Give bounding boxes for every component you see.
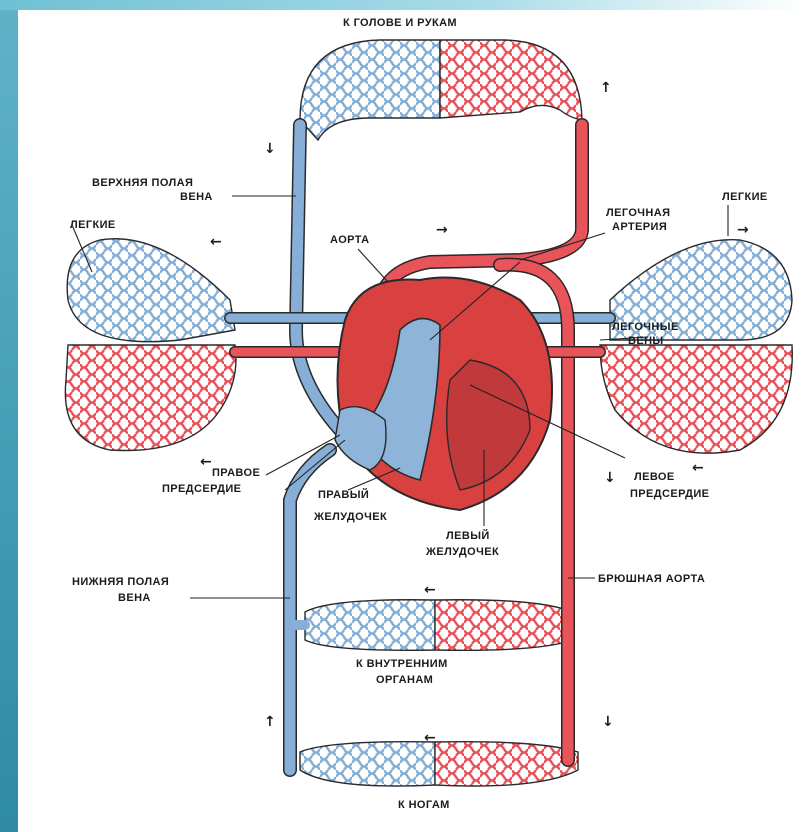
arrow-left-icon: ← [692,460,704,476]
label-superior-vena-cava: ВЕРХНЯЯ ПОЛАЯ [92,177,193,189]
label-right-ventricle: ПРАВЫЙ [318,488,369,501]
label-pulmonary-artery-2: АРТЕРИЯ [612,221,667,233]
label-left-ventricle-2: ЖЕЛУДОЧЕК [425,546,499,558]
label-head-arms: К ГОЛОВЕ И РУКАМ [343,17,457,29]
label-right-ventricle-2: ЖЕЛУДОЧЕК [313,511,387,523]
label-inferior-vena-cava: НИЖНЯЯ ПОЛАЯ [72,576,169,588]
label-pulmonary-artery: ЛЕГОЧНАЯ [606,207,670,219]
label-right-atrium-2: ПРЕДСЕРДИЕ [162,483,241,495]
arrow-down-icon: ↓ [604,470,616,486]
arrow-left-icon: ← [200,454,212,470]
label-left-atrium: ЛЕВОЕ [634,471,675,483]
label-pulmonary-veins: ЛЕГОЧНЫЕ [612,321,679,333]
arrow-up-icon: ↑ [264,714,276,730]
label-lungs-left: ЛЕГКИЕ [70,219,116,231]
label-aorta: АОРТА [330,234,370,246]
label-lungs-right: ЛЕГКИЕ [722,191,768,203]
arrow-down-icon: ↓ [264,141,276,157]
label-internal-organs: К ВНУТРЕННИМ [356,658,448,670]
label-pulmonary-veins-2: ВЕНЫ [628,335,664,347]
arrow-left-icon: ← [424,582,436,598]
label-abdominal-aorta: БРЮШНАЯ АОРТА [598,573,705,585]
label-superior-vena-cava-2: ВЕНА [180,191,213,203]
arrow-down-icon: ↓ [602,714,614,730]
capillary-bed-head [300,40,582,140]
arrow-left-icon: ← [210,234,222,250]
heart [335,278,552,511]
label-left-ventricle: ЛЕВЫЙ [446,529,490,542]
label-inferior-vena-cava-2: ВЕНА [118,592,151,604]
capillary-bed-legs [300,742,578,786]
label-internal-organs-2: ОРГАНАМ [376,674,433,686]
arrow-left-icon: ← [424,730,436,746]
arrow-right-icon: → [737,222,749,238]
label-legs: К НОГАМ [398,799,450,811]
label-left-atrium-2: ПРЕДСЕРДИЕ [630,488,709,500]
capillary-bed-organs [305,600,572,651]
arrow-up-icon: ↑ [600,80,612,96]
label-right-atrium: ПРАВОЕ [212,467,260,479]
arrow-right-icon: → [436,222,448,238]
